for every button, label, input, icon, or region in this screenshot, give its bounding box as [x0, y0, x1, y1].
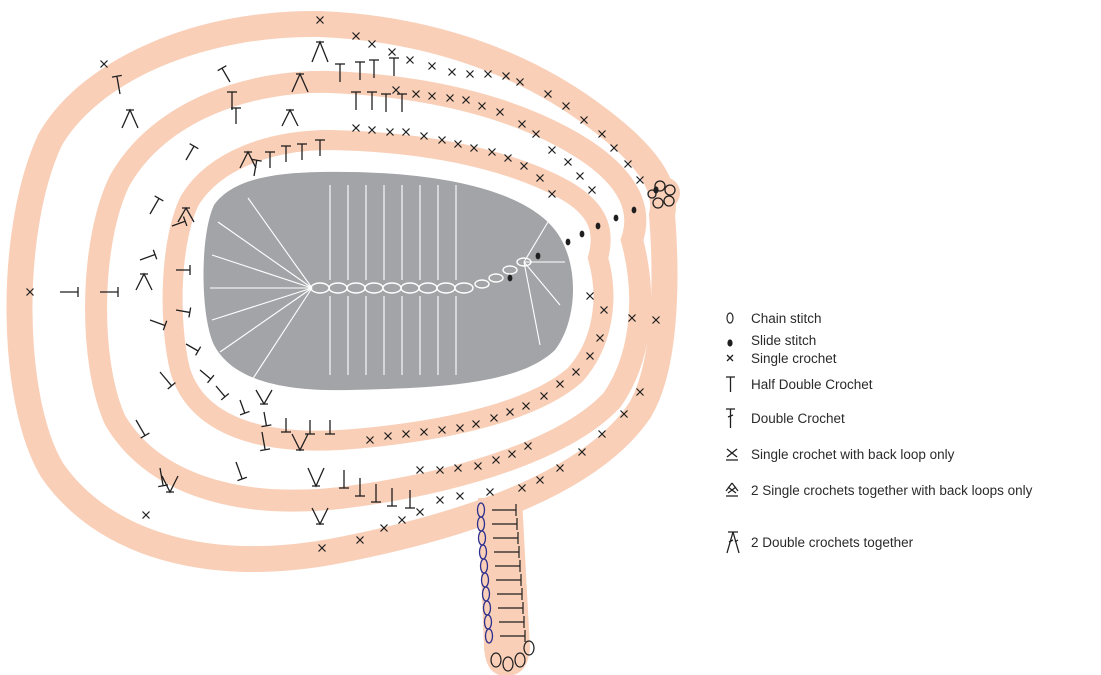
- legend-item: 2 Single crochets together with back loo…: [725, 478, 1032, 502]
- legend-label: Single crochet with back loop only: [751, 447, 954, 462]
- half-double-crochet-icon: [725, 372, 751, 396]
- legend-item: Single crochet with back loop only: [725, 442, 954, 466]
- single-crochet-back-loop-icon: [725, 442, 751, 466]
- legend-item: Single crochet: [725, 346, 837, 370]
- legend-label: Single crochet: [751, 351, 837, 366]
- legend-label: 2 Single crochets together with back loo…: [751, 483, 1032, 498]
- sc2tog-back-loop-icon: [725, 478, 751, 502]
- center-oval: [204, 172, 574, 390]
- legend-item: Double Crochet: [725, 406, 845, 430]
- legend-item: 2 Double crochets together: [725, 530, 913, 554]
- chain-stitch-icon: [725, 306, 751, 330]
- single-crochet-icon: [725, 346, 751, 370]
- legend-label: Chain stitch: [751, 311, 822, 326]
- legend-label: Half Double Crochet: [751, 377, 873, 392]
- legend-label: Double Crochet: [751, 411, 845, 426]
- double-crochet-icon: [725, 406, 751, 430]
- legend-item: Half Double Crochet: [725, 372, 873, 396]
- dc2tog-icon: [725, 530, 751, 554]
- legend-item: Chain stitch: [725, 306, 822, 330]
- legend-label: 2 Double crochets together: [751, 535, 913, 550]
